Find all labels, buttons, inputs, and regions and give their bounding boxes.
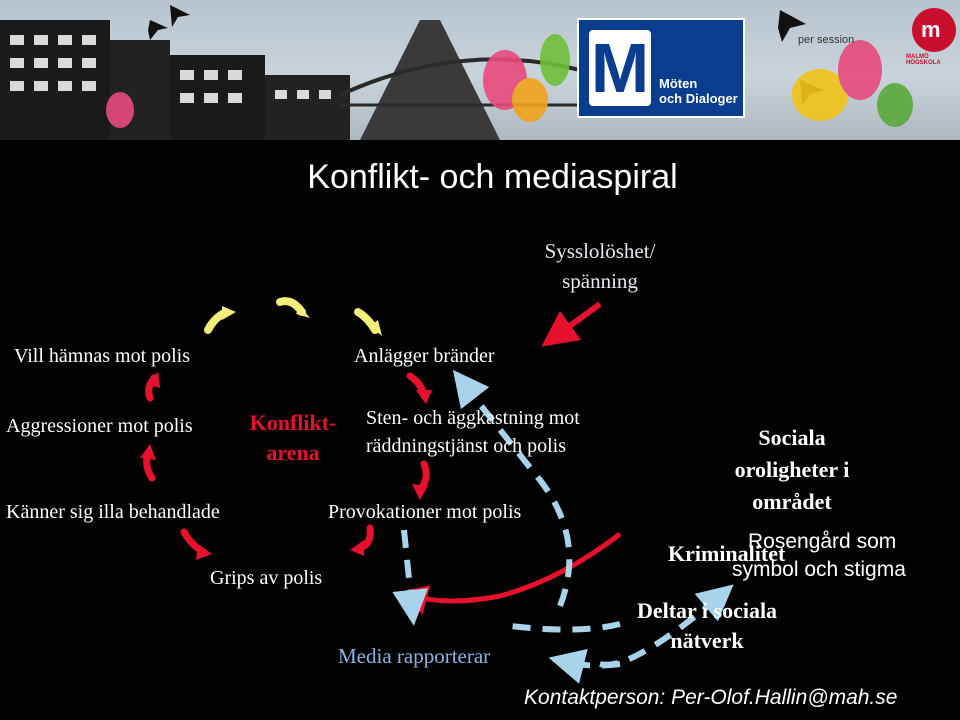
dashed-arrow-kriminalitet-media [509,621,621,633]
university-caption: MALMÖ HÖGSKOLA [906,54,941,66]
dashed-arrow-contact-media [548,648,621,684]
node-sociala-oroligheter: Sociala oroligheter i området [734,425,850,514]
node-sten: Sten- och äggkastning mot räddningstjäns… [366,407,580,457]
session-text: per session [798,34,855,46]
contact-text: Kontaktperson: Per-Olof.Hallin@mah.se [524,686,898,709]
node-grips: Grips av polis [210,567,323,589]
dashed-arrow-media-anlagger [452,369,573,608]
logo-letter: M [589,29,651,107]
node-rosengard: Rosengård som symbol och stigma [732,530,906,581]
dashed-arrow-provokationer-media [392,529,429,626]
node-hamnas: Vill hämnas mot polis [14,345,191,367]
slide-title: Konflikt- och mediaspiral [307,158,678,196]
red-arrow-sysslos [541,301,602,347]
node-kanner: Känner sig illa behandlade [6,501,220,523]
node-anlagger: Anlägger bränder [354,345,495,367]
red-curve-kriminalitet [397,532,622,615]
node-media: Media rapporterar [338,644,491,668]
university-logo: m [912,8,956,52]
node-sysslos: Sysslolöshet/ spänning [544,239,656,293]
node-aggression: Aggressioner mot polis [6,415,193,437]
node-deltar: Deltar i sociala nätverk [636,598,778,653]
logo-text: Möten och Dialoger [659,76,738,106]
node-kriminalitet: Kriminalitet [668,541,786,566]
header-banner: M Möten och Dialoger per session m MALMÖ… [0,0,960,140]
node-konflikt-arena: Konflikt- arena [249,410,337,465]
city-skyline-illustration [0,5,913,140]
moten-och-dialoger-logo: M Möten och Dialoger [577,18,745,118]
node-provokationer: Provokationer mot polis [328,501,522,523]
